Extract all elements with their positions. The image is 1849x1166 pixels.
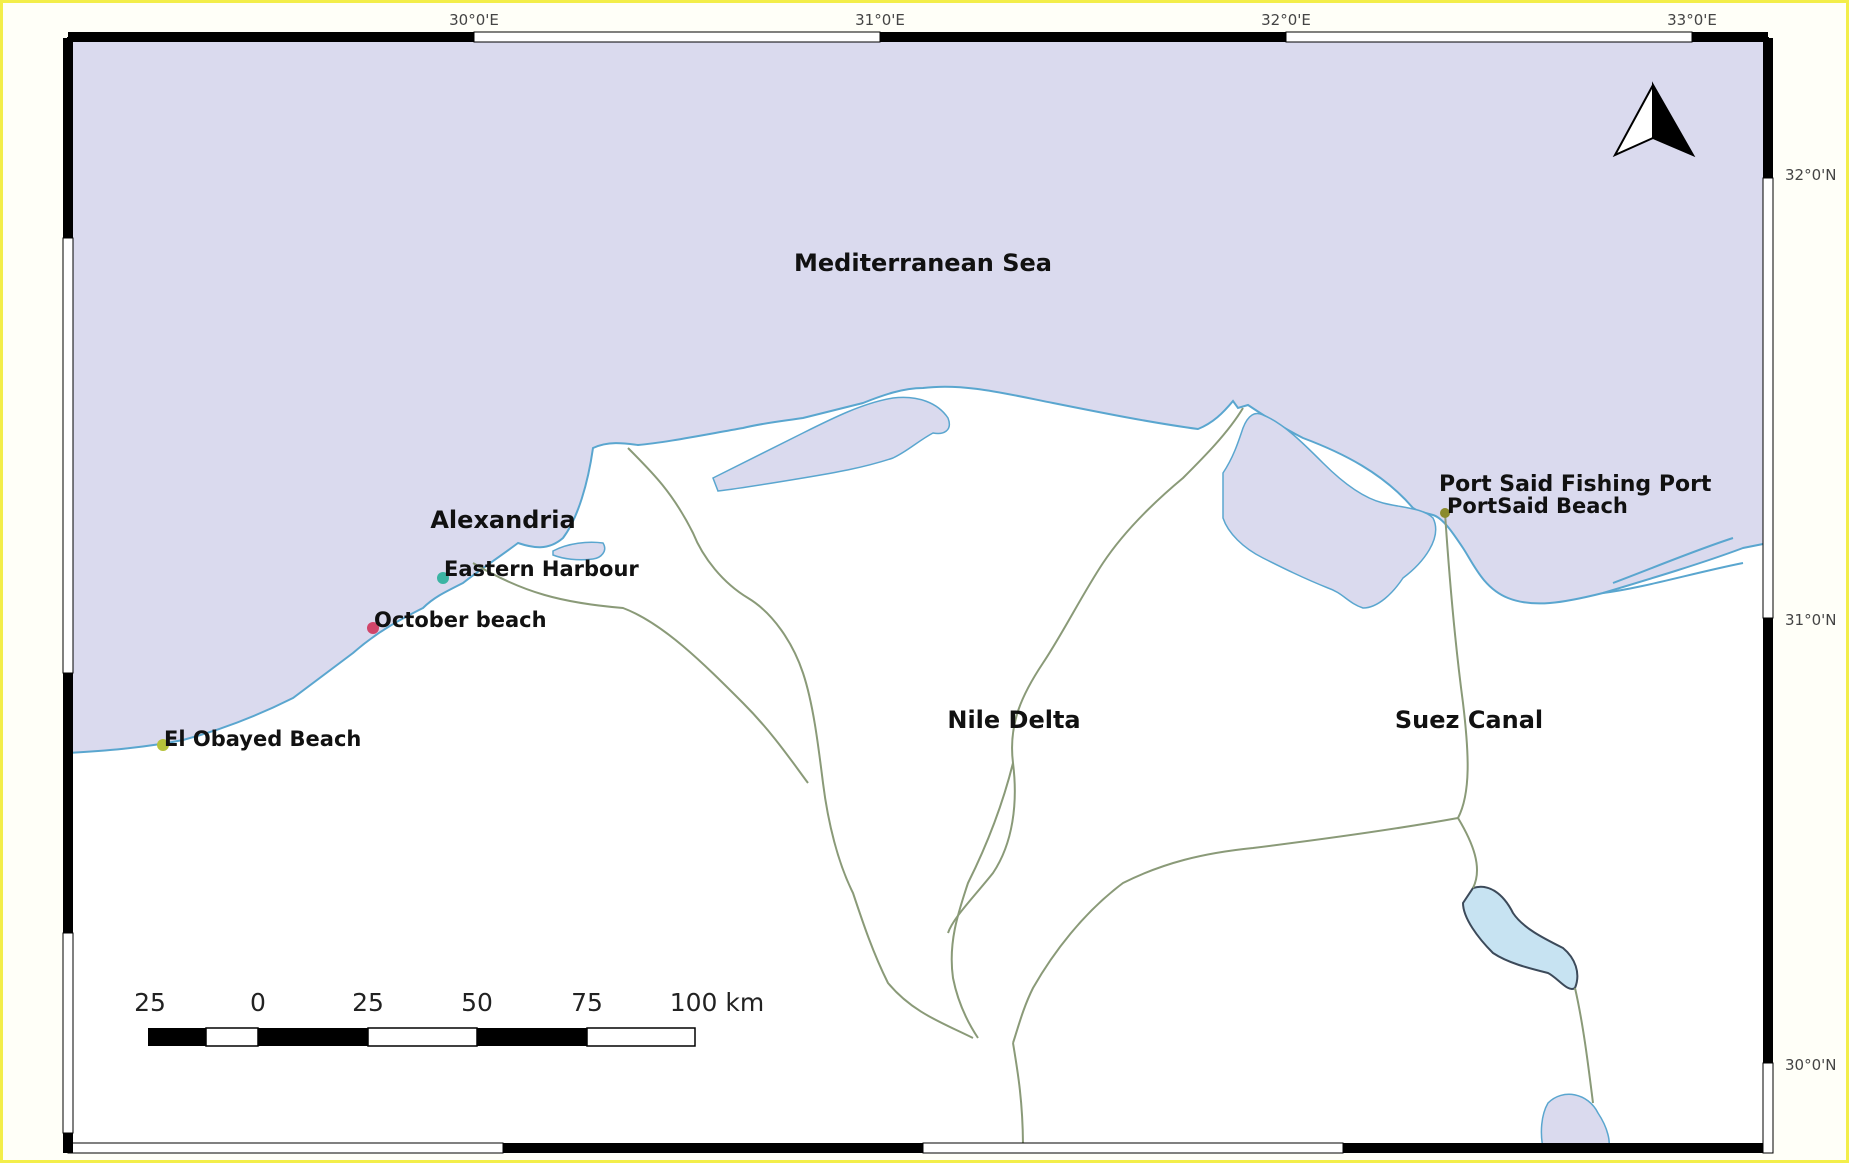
label-suez-canal: Suez Canal: [1395, 706, 1543, 734]
sea-area: [67, 37, 1769, 755]
scale-bar: [148, 1027, 696, 1047]
label-portsaid-beach: PortSaid Beach: [1447, 494, 1628, 518]
label-alexandria: Alexandria: [430, 506, 575, 534]
label-october-beach: October beach: [374, 608, 547, 632]
lake-small-alex: [552, 541, 606, 561]
lon-label-32: 32°0'E: [1261, 11, 1311, 29]
label-port-said-fishing-port: Port Said Fishing Port: [1439, 472, 1712, 497]
lake-idku: [712, 396, 950, 492]
site-marker-el-obayed: [157, 739, 169, 751]
scale-label-5: 100 km: [670, 988, 765, 1017]
scale-label-4: 75: [571, 988, 603, 1017]
road-network: [472, 407, 1594, 1149]
site-marker-eastern-harbour: [437, 572, 449, 584]
lake-timsah: [1540, 1093, 1610, 1149]
label-nile-delta: Nile Delta: [947, 706, 1080, 734]
lon-label-33: 33°0'E: [1667, 11, 1717, 29]
north-arrow-icon: [1612, 81, 1696, 158]
label-eastern-harbour: Eastern Harbour: [444, 557, 639, 581]
lon-label-31: 31°0'E: [855, 11, 905, 29]
lat-label-30: 30°0'N: [1785, 1056, 1836, 1074]
label-el-obayed: El Obayed Beach: [164, 727, 361, 751]
scale-label-0: 25: [134, 988, 166, 1017]
scale-label-2: 25: [352, 988, 384, 1017]
site-marker-port-said: [1440, 508, 1450, 518]
lat-label-32: 32°0'N: [1785, 166, 1836, 184]
lon-label-30: 30°0'E: [449, 11, 499, 29]
scale-label-1: 0: [250, 988, 266, 1017]
label-mediterranean: Mediterranean Sea: [794, 249, 1052, 277]
scale-label-3: 50: [461, 988, 493, 1017]
map-canvas: 30°0'E 31°0'E 32°0'E 33°0'E 32°0'N 31°0'…: [62, 11, 1836, 1154]
map-frame: [62, 31, 1774, 1154]
site-marker-october-beach: [367, 622, 379, 634]
lat-label-31: 31°0'N: [1785, 611, 1836, 629]
lagoon-bardawil: [1602, 537, 1744, 594]
lake-manzala: [1222, 412, 1437, 609]
